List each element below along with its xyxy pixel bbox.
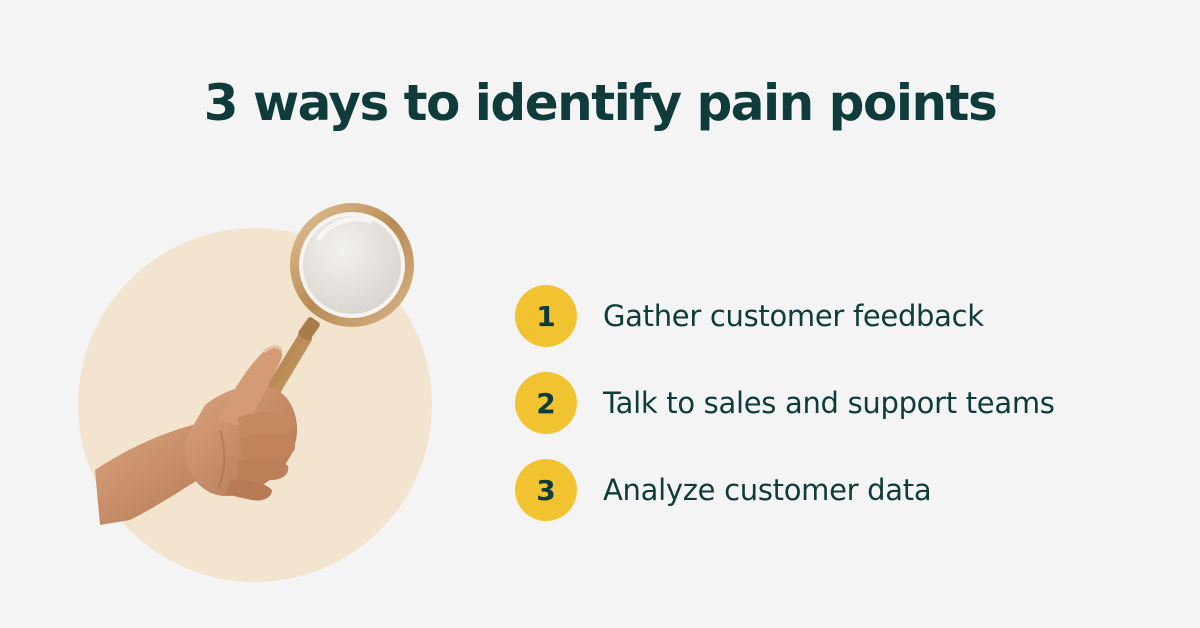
step-number-badge: 3 [515, 459, 577, 521]
step-label: Talk to sales and support teams [603, 386, 1055, 420]
list-item: 1 Gather customer feedback [515, 285, 1055, 347]
list-item: 2 Talk to sales and support teams [515, 372, 1055, 434]
step-number-badge: 1 [515, 285, 577, 347]
step-number-badge: 2 [515, 372, 577, 434]
steps-list: 1 Gather customer feedback 2 Talk to sal… [515, 285, 1055, 546]
magnifying-glass-icon [238, 203, 414, 440]
list-item: 3 Analyze customer data [515, 459, 1055, 521]
hand [95, 345, 298, 525]
step-label: Analyze customer data [603, 473, 932, 507]
page-title: 3 ways to identify pain points [203, 74, 998, 132]
hand-magnifier-illustration [78, 203, 432, 582]
step-label: Gather customer feedback [603, 299, 984, 333]
